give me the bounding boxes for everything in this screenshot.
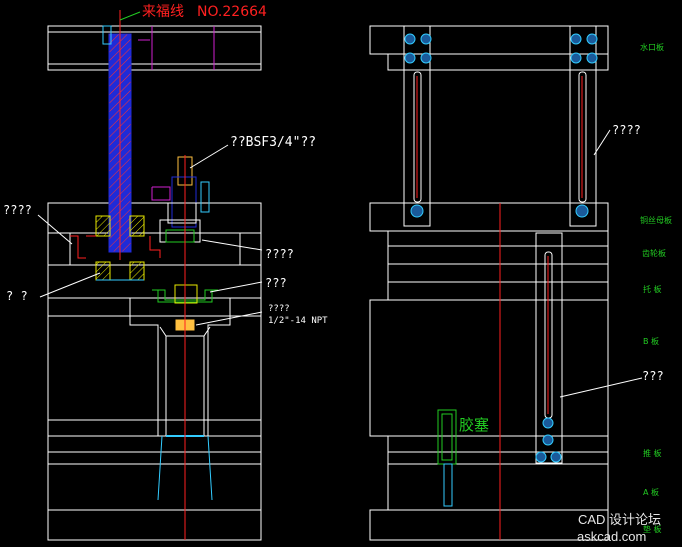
right-view-plates [369, 25, 609, 541]
watermark-line2: askcad.com [577, 529, 646, 544]
left-bearings [95, 215, 145, 281]
left-leaders [37, 144, 263, 326]
cooling-fitting [200, 181, 210, 213]
bsf-label: ??BSF3/4"?? [230, 135, 316, 150]
left-mid-label: ? ? [6, 289, 28, 303]
label-b-plate: B 板 [643, 336, 659, 346]
left-top-label: ???? [3, 203, 32, 217]
gear-outlines [70, 235, 161, 259]
left-view-plates [47, 25, 262, 541]
label-bottom-right: 垫 板 [643, 524, 662, 534]
label-slot-b: ??? [642, 369, 664, 383]
right-label-1: ???? [265, 247, 294, 261]
right-slots [413, 71, 587, 540]
rubber-plug [437, 409, 457, 507]
right-label-2: ??? [265, 276, 287, 290]
rifle-screw-head [102, 25, 112, 45]
right-leaders [559, 129, 643, 398]
top-plate-magenta-lines [138, 26, 215, 70]
label-push-plate: 推 板 [643, 448, 662, 458]
label-gear-plate: 齿轮板 [642, 248, 666, 258]
label-rubber-plug: 胶塞 [459, 416, 489, 434]
label-slot-top: ???? [612, 123, 641, 137]
npt-label-1: ???? [268, 304, 290, 314]
title-leader [119, 11, 141, 21]
rifle-label-no: NO.22664 [197, 4, 267, 20]
label-nozzle-plate: 水口板 [640, 42, 664, 52]
label-support-plate: 托 板 [643, 284, 662, 294]
bolt-heads [404, 33, 598, 463]
rifle-label-cn: 来福线 [142, 4, 184, 20]
label-nut-plate: 铜丝母板 [640, 215, 672, 225]
label-a-plate: A 板 [643, 487, 659, 497]
npt-label-2: 1/2"-14 NPT [268, 316, 328, 326]
watermark-line1: CAD 设计论坛 [578, 512, 661, 527]
